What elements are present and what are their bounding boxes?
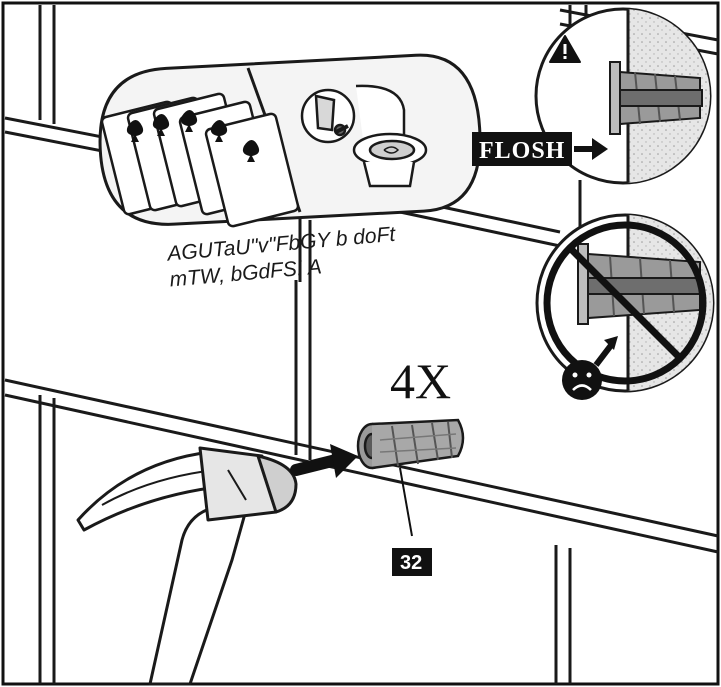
toilet-flush-icon <box>300 84 428 188</box>
detail-wrong <box>535 213 715 400</box>
motion-arrow <box>290 444 358 478</box>
prohibited-icon <box>543 221 707 385</box>
wall-anchor-icon <box>609 61 703 135</box>
warning-triangle-icon <box>549 35 581 63</box>
sad-face-icon <box>562 336 618 400</box>
part-number-badge: 32 <box>392 548 432 576</box>
hint-bubble <box>98 53 482 282</box>
quantity-label: 4X <box>390 353 451 409</box>
part-number: 32 <box>400 552 422 574</box>
playing-cards-icon <box>100 92 300 228</box>
flosh-label: FLOSH <box>472 132 608 166</box>
wall-anchor-icon <box>356 418 465 537</box>
flosh-text: FLOSH <box>479 138 565 164</box>
hammer-icon <box>76 446 298 686</box>
